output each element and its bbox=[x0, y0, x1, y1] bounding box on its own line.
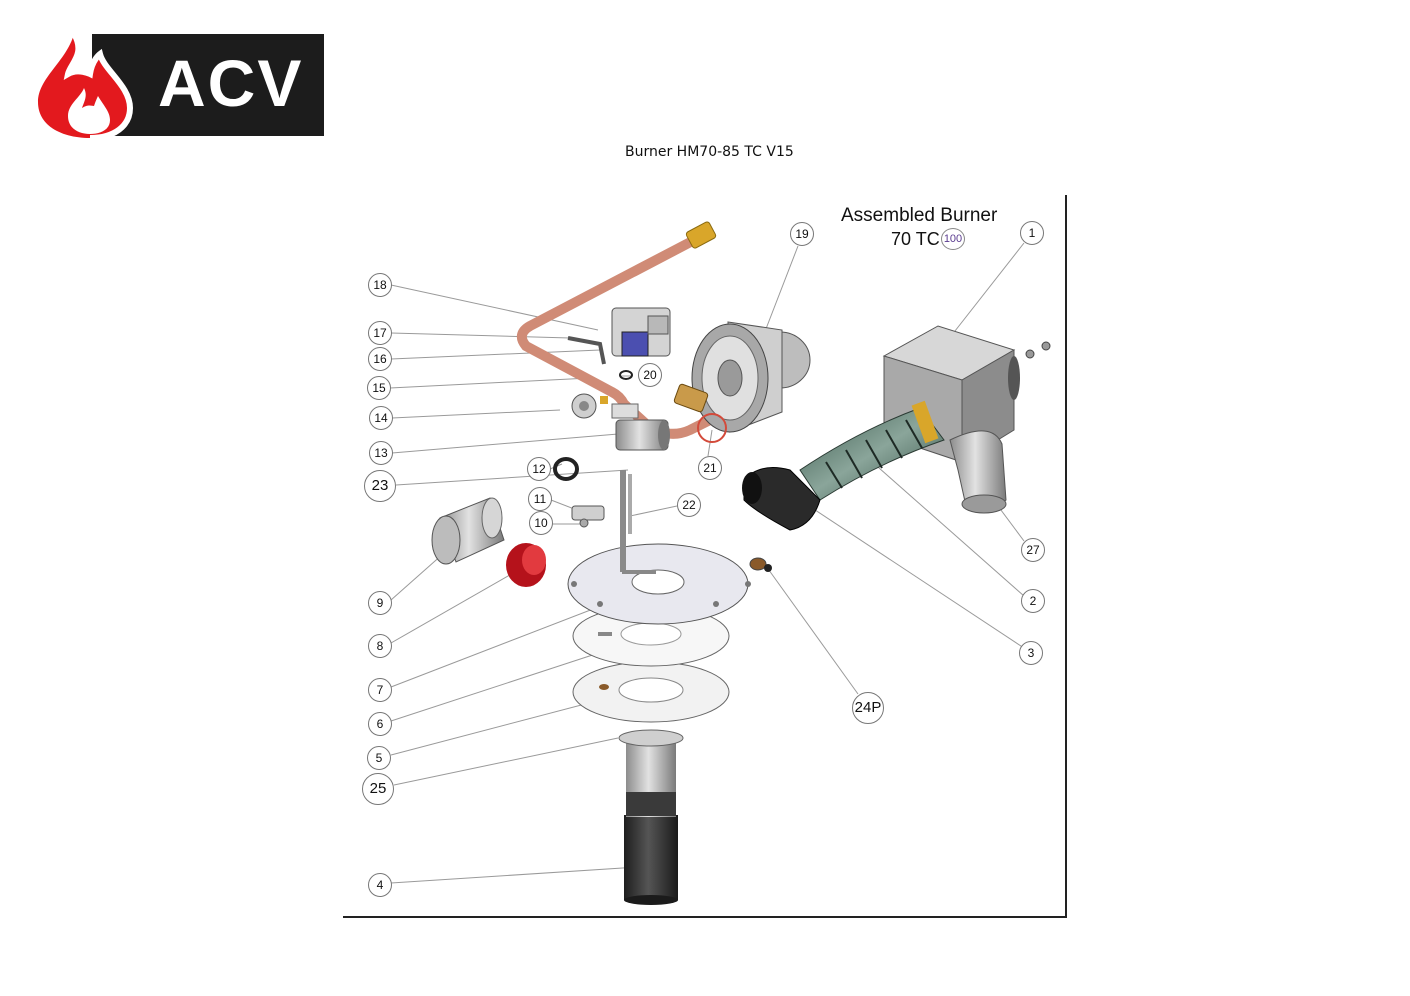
callout-12: 12 bbox=[527, 457, 551, 481]
mixing-chamber bbox=[611, 403, 670, 451]
callout-21: 21 bbox=[698, 456, 722, 480]
callout-13: 13 bbox=[369, 441, 393, 465]
valve-tube bbox=[567, 336, 606, 365]
callout-10: 10 bbox=[529, 511, 553, 535]
callout-9: 9 bbox=[368, 591, 392, 615]
black-elbow bbox=[742, 467, 821, 531]
callout-2: 2 bbox=[1021, 589, 1045, 613]
pipe-fitting bbox=[685, 221, 717, 249]
venturi bbox=[431, 497, 505, 565]
acv-logo: ACV bbox=[34, 30, 326, 140]
assembly-model: 70 TC bbox=[891, 229, 940, 249]
callout-4: 4 bbox=[368, 873, 392, 897]
burner-tube bbox=[618, 729, 684, 905]
leader-lines bbox=[389, 242, 1025, 884]
gas-valve bbox=[611, 307, 671, 357]
callout-7: 7 bbox=[368, 678, 392, 702]
fan-connector bbox=[673, 383, 727, 443]
elbow bbox=[949, 430, 1007, 514]
red-ring bbox=[506, 543, 546, 587]
assembly-badge: 100 bbox=[941, 228, 965, 250]
frame-right-border bbox=[1065, 195, 1067, 918]
fan bbox=[691, 321, 811, 433]
callout-16: 16 bbox=[368, 347, 392, 371]
flame-icon bbox=[38, 32, 134, 140]
callout-20: 20 bbox=[638, 363, 662, 387]
callout-11: 11 bbox=[528, 487, 552, 511]
callout-24p: 24P bbox=[852, 692, 884, 724]
callout-22: 22 bbox=[677, 493, 701, 517]
callout-23: 23 bbox=[364, 470, 396, 502]
callout-25: 25 bbox=[362, 773, 394, 805]
washer bbox=[749, 557, 772, 572]
callout-1: 1 bbox=[1020, 221, 1044, 245]
callout-3: 3 bbox=[1019, 641, 1043, 665]
callout-5: 5 bbox=[367, 746, 391, 770]
o-ring bbox=[619, 370, 633, 380]
callout-17: 17 bbox=[368, 321, 392, 345]
document-title: Burner HM70-85 TC V15 bbox=[625, 144, 794, 160]
callout-18: 18 bbox=[368, 273, 392, 297]
plate-7 bbox=[567, 543, 751, 625]
callout-27: 27 bbox=[1021, 538, 1045, 562]
callout-14: 14 bbox=[369, 406, 393, 430]
callout-15: 15 bbox=[367, 376, 391, 400]
assembly-title: Assembled Burner bbox=[841, 205, 998, 226]
flex-hose bbox=[799, 400, 945, 501]
seal-ring bbox=[553, 457, 579, 481]
callout-6: 6 bbox=[368, 712, 392, 736]
callout-8: 8 bbox=[368, 634, 392, 658]
electrode-holder bbox=[571, 505, 605, 528]
frame-bottom-border bbox=[343, 916, 1067, 918]
pressure-switch bbox=[571, 393, 608, 419]
plate-5 bbox=[572, 661, 730, 723]
logo-brand-text: ACV bbox=[158, 46, 304, 120]
callout-19: 19 bbox=[790, 222, 814, 246]
diagram-frame bbox=[343, 195, 1067, 918]
electrode bbox=[620, 470, 656, 574]
